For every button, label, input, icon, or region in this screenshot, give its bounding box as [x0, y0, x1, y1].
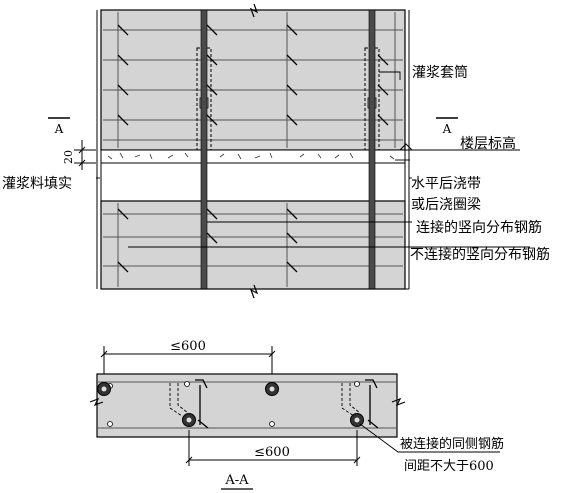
upper-wall-panel [100, 9, 406, 151]
lower-vertical-rebars [117, 203, 288, 287]
floor-level-label: 楼层标高 [460, 135, 516, 152]
post-pour-band-label-2: 或后浇圈梁 [411, 197, 481, 213]
same-side-rebar-label-1: 被连接的同侧钢筋 [400, 436, 504, 452]
grout-speckle [107, 152, 395, 160]
bottom-spacing-dimension [185, 430, 361, 466]
section-view: ≤600 [89, 339, 504, 490]
lower-horizontal-rebars [103, 213, 403, 267]
section-marker-left: A [48, 117, 70, 136]
lower-tie-hooks [117, 208, 298, 273]
post-pour-band-label-1: 水平后浇带 [411, 176, 481, 192]
grout-sleeve-label: 灌浆套筒 [412, 64, 468, 81]
floor-level-marker [398, 143, 520, 151]
section-marker-right: A [436, 117, 458, 136]
top-spacing-label: ≤600 [170, 339, 206, 354]
connected-bars-section [97, 382, 364, 427]
break-symbol-bottom [249, 284, 259, 299]
elevation-view: 20 A A 灌浆套筒 楼层标高 灌浆料填实 水平后浇带 或后浇圈梁 连接的竖向… [2, 3, 550, 299]
upper-vertical-rebars [117, 12, 396, 148]
wall-section [96, 373, 398, 438]
joint-dimension [74, 140, 96, 170]
section-break-left [89, 397, 104, 407]
section-break-right [391, 397, 406, 407]
joint-thickness-label: 20 [62, 150, 75, 164]
upper-horizontal-rebars [103, 29, 403, 141]
same-side-rebar-label-2: 间距不大于600 [404, 459, 494, 474]
upper-tie-hooks [117, 24, 389, 126]
leader-lines [96, 71, 530, 248]
grout-fill-label: 灌浆料填实 [2, 176, 72, 192]
bottom-spacing-label: ≤600 [254, 445, 290, 460]
unconnected-rebar-label: 不连接的竖向分布钢筋 [410, 246, 550, 263]
post-pour-band [100, 162, 406, 202]
section-hooks [195, 379, 379, 429]
same-side-leader [359, 423, 500, 453]
svg-text:A: A [442, 122, 452, 136]
grout-joint-layer [100, 149, 406, 164]
lower-wall-panel [100, 200, 406, 290]
connected-rebar-label: 连接的竖向分布钢筋 [416, 219, 542, 236]
section-title: A-A [224, 473, 249, 488]
svg-text:A: A [54, 122, 64, 136]
section-dashed-rebars [169, 383, 361, 417]
break-symbol-top [249, 3, 259, 18]
